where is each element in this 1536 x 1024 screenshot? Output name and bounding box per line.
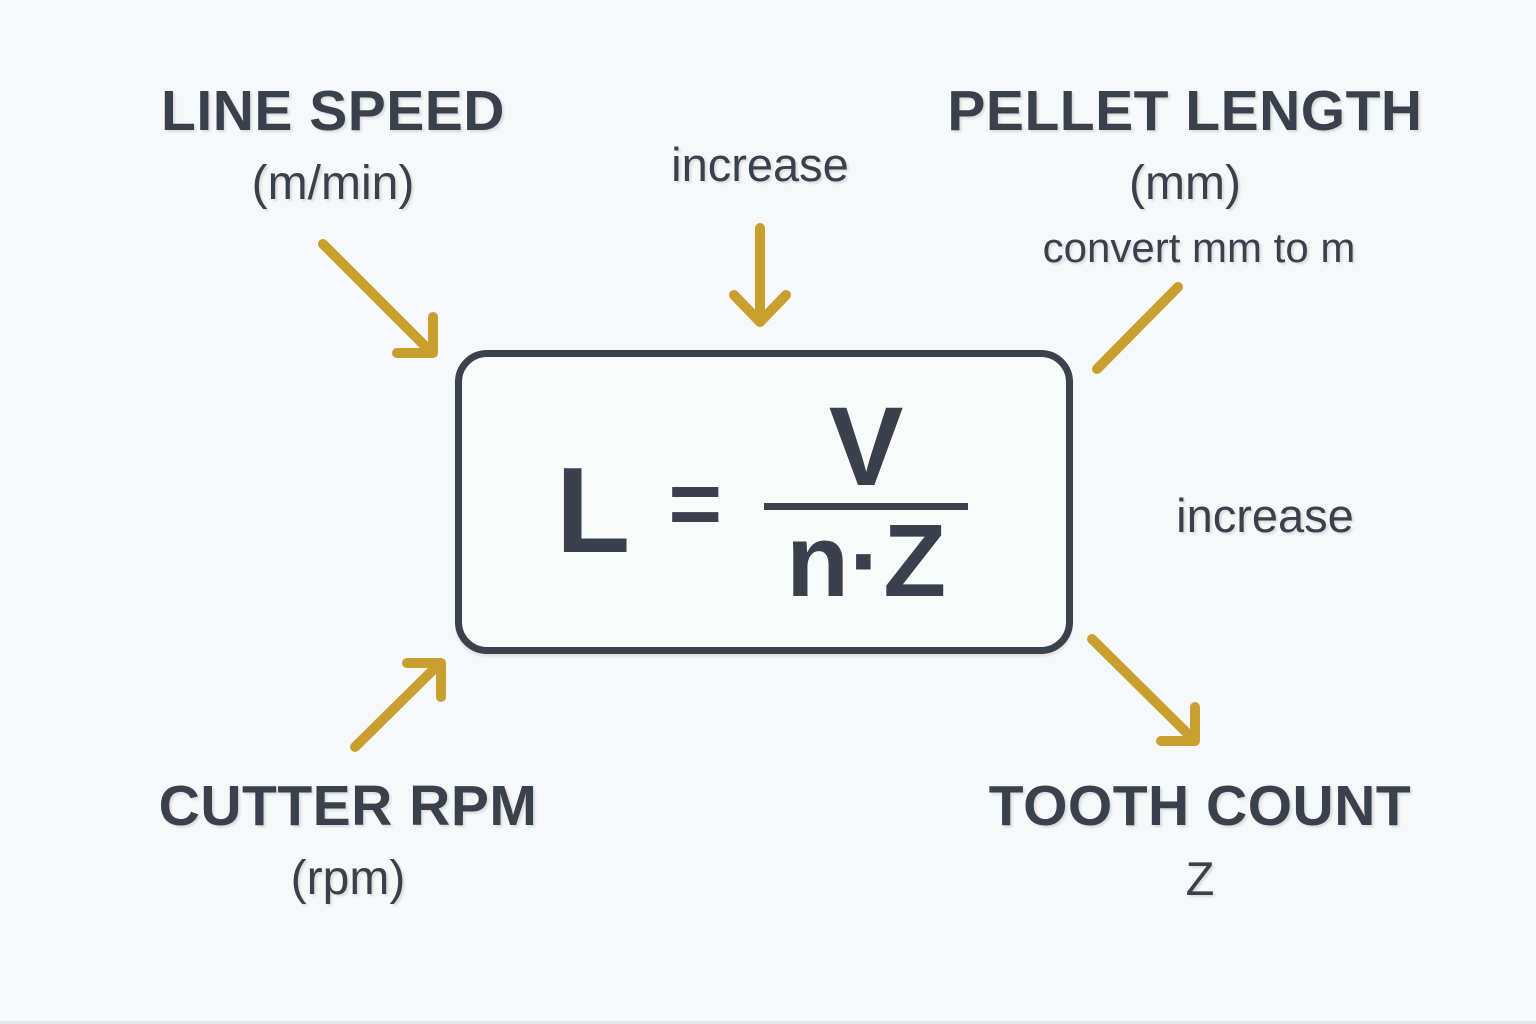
pellet-length-title: PELLET LENGTH	[947, 79, 1423, 143]
node-cutter-rpm: CUTTER RPM (rpm)	[159, 778, 538, 903]
cutter-rpm-title: CUTTER RPM	[158, 774, 538, 838]
increase-down-arrow-icon	[729, 223, 791, 327]
line-speed-arrow-icon	[318, 239, 438, 358]
tooth-count-arrow-icon	[1087, 634, 1200, 746]
tooth-count-symbol: Z	[1185, 852, 1215, 905]
node-tooth-count: TOOTH COUNT Z	[988, 774, 1412, 905]
pellet-length-note: convert mm to m	[1042, 224, 1356, 271]
increase-top-label: increase	[671, 138, 849, 191]
node-line-speed: LINE SPEED (m/min)	[161, 83, 505, 208]
formula-equals: =	[668, 452, 723, 555]
line-speed-title: LINE SPEED	[161, 79, 505, 143]
pellet-length-unit: (mm)	[1129, 157, 1241, 210]
line-speed-unit: (m/min)	[251, 157, 415, 210]
fraction-bar	[764, 503, 969, 511]
tooth-count-title: TOOTH COUNT	[988, 774, 1412, 838]
bottom-edge-line	[0, 1021, 1536, 1024]
increase-right-label: increase	[1176, 489, 1354, 542]
cutter-rpm-unit: (rpm)	[290, 852, 406, 905]
cutter-rpm-arrow-icon	[350, 658, 446, 752]
pellet-length-line-icon	[1092, 282, 1183, 374]
formula-fraction: V n·Z	[760, 384, 972, 619]
formula-numerator: V	[828, 384, 904, 510]
node-pellet-length: PELLET LENGTH (mm) convert mm to m	[947, 83, 1422, 269]
formula-lhs: L	[555, 441, 631, 578]
formula: L = V n·Z	[555, 384, 972, 619]
formula-denominator: n·Z	[786, 503, 947, 619]
formula-box: L = V n·Z	[455, 350, 1073, 654]
